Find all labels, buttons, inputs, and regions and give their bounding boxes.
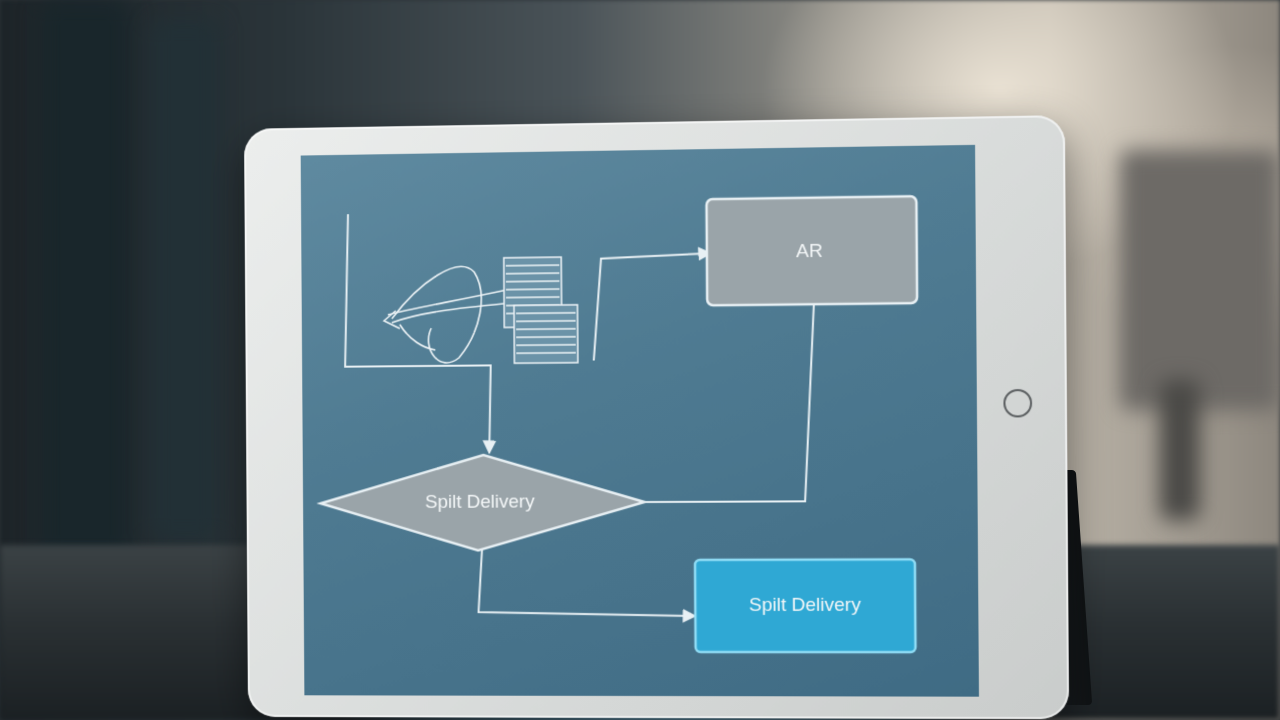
split-delivery-box-label: Spilt Delivery xyxy=(749,594,862,615)
decision-diamond: Spilt Delivery xyxy=(320,454,645,551)
tablet: AR Spilt Delivery Spilt Delivery xyxy=(244,115,1069,719)
tablet-screen: AR Spilt Delivery Spilt Delivery xyxy=(301,145,979,697)
home-button xyxy=(1003,388,1033,418)
background-monitor xyxy=(1120,150,1280,410)
connector-ar-to-decision xyxy=(643,304,815,502)
connector-to-ar xyxy=(593,253,712,360)
document-stack-icon xyxy=(504,257,578,363)
flowchart: AR Spilt Delivery Spilt Delivery xyxy=(301,145,979,697)
background-shelf-left xyxy=(40,0,130,560)
ar-box: AR xyxy=(706,196,917,305)
connector-start-to-decision xyxy=(344,212,491,454)
ar-box-label: AR xyxy=(796,240,823,262)
connector-decision-to-box xyxy=(478,548,695,616)
split-delivery-box: Spilt Delivery xyxy=(695,559,916,652)
sketch-scribble-icon xyxy=(384,266,509,363)
background-shelf-left-2 xyxy=(150,20,220,540)
decision-label: Spilt Delivery xyxy=(425,490,535,512)
background-monitor-stand xyxy=(1160,380,1200,520)
